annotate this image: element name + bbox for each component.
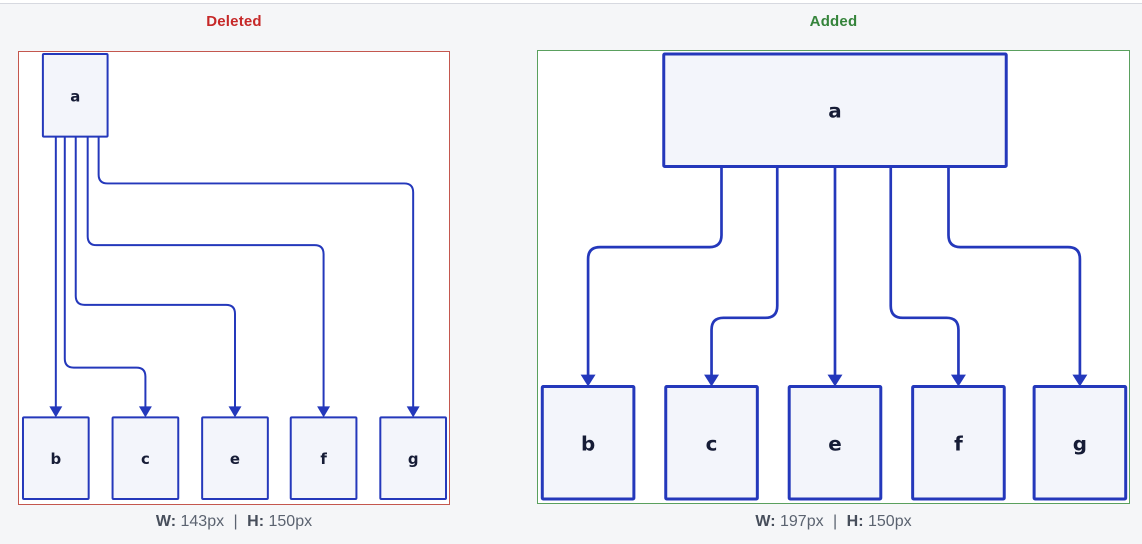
node-f: [289, 416, 358, 500]
node-label-a: a: [828, 100, 841, 123]
node-c: [111, 416, 180, 500]
width-value: 197px: [780, 513, 824, 530]
top-divider: [0, 0, 1142, 4]
node-b: [21, 416, 90, 500]
edge-a-to-g: [97, 136, 415, 409]
node-label-b: b: [581, 432, 595, 455]
caption-added: W: 197px | H: 150px: [537, 513, 1130, 531]
arrowhead-icon: [406, 406, 420, 418]
node-f: [911, 385, 1006, 501]
node-a: [41, 53, 109, 138]
diagram-deleted: a b c e f g: [21, 53, 448, 500]
node-g: [379, 416, 448, 500]
panel-title-deleted: Deleted: [206, 13, 262, 30]
node-label-b: b: [50, 450, 61, 468]
arrowhead-icon: [317, 406, 331, 418]
width-label: W:: [755, 513, 776, 530]
arrowhead-icon: [580, 374, 596, 387]
caption-deleted: W: 143px | H: 150px: [18, 513, 450, 531]
node-label-e: e: [230, 450, 240, 468]
edge-a-to-c: [710, 166, 779, 377]
node-label-e: e: [828, 432, 842, 455]
node-e: [787, 385, 883, 501]
arrowhead-icon: [1072, 374, 1088, 387]
edge-a-to-e: [74, 136, 236, 409]
node-b: [540, 385, 636, 501]
arrowhead-icon: [138, 406, 152, 418]
width-label: W:: [155, 513, 177, 530]
panel-title-added: Added: [809, 13, 858, 30]
edge-a-to-c: [63, 136, 147, 409]
node-e: [201, 416, 269, 500]
height-value: 150px: [868, 513, 912, 530]
width-value: 143px: [180, 513, 225, 530]
arrowhead-icon: [950, 374, 966, 387]
arrowhead-icon: [827, 374, 843, 387]
node-a: [662, 52, 1008, 168]
node-label-c: c: [141, 450, 150, 468]
node-label-g: g: [1073, 432, 1087, 455]
node-c: [664, 385, 759, 501]
caption-separator: |: [833, 513, 838, 530]
node-label-g: g: [408, 450, 419, 468]
node-label-f: f: [320, 450, 327, 468]
node-g: [1032, 385, 1128, 501]
edge-a-to-f: [889, 166, 960, 377]
height-label: H:: [846, 513, 864, 530]
arrowhead-icon: [704, 374, 720, 387]
height-value: 150px: [268, 513, 313, 530]
diagram-added: a b c e f g: [540, 52, 1128, 501]
caption-separator: |: [233, 513, 238, 530]
edge-a-to-f: [86, 136, 325, 409]
edge-a-to-b: [586, 166, 723, 377]
node-label-f: f: [954, 432, 963, 455]
arrowhead-icon: [49, 406, 63, 418]
node-label-c: c: [706, 432, 718, 455]
panel-deleted: a b c e f g: [18, 51, 450, 505]
edge-a-to-g: [947, 166, 1082, 377]
arrowhead-icon: [228, 406, 242, 418]
node-label-a: a: [70, 87, 80, 105]
height-label: H:: [247, 513, 265, 530]
panel-added: a b c e f g: [537, 50, 1130, 504]
